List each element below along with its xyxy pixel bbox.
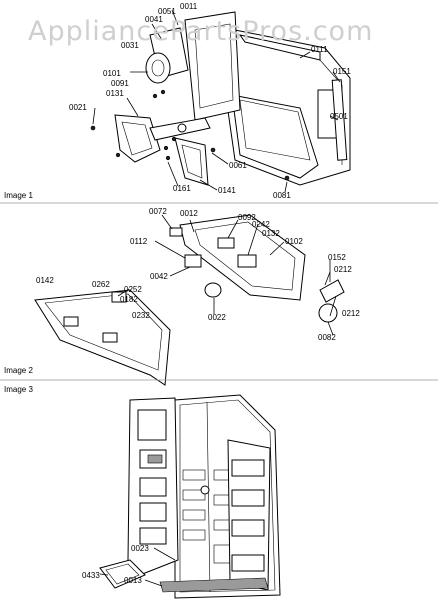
label-0152: 0152 — [328, 253, 346, 262]
label-0212-bottom: 0212 — [342, 309, 360, 318]
image1-drawing — [90, 9, 351, 193]
label-0142: 0142 — [36, 276, 54, 285]
label-0091: 0091 — [111, 79, 129, 88]
label-0042: 0042 — [150, 272, 168, 281]
label-0501: 0501 — [330, 112, 348, 121]
label-0072: 0072 — [149, 207, 167, 216]
label-0012: 0012 — [180, 209, 198, 218]
image3-drawing — [99, 394, 281, 599]
label-0252: 0252 — [124, 285, 142, 294]
label-0081: 0081 — [273, 191, 291, 200]
label-0112: 0112 — [130, 237, 148, 246]
label-0212-top: 0212 — [334, 265, 352, 274]
watermark-text: AppliancePartsPros.com — [28, 16, 373, 47]
label-0013: 0013 — [124, 576, 142, 585]
label-0132: 0132 — [262, 229, 280, 238]
label-0082: 0082 — [318, 333, 336, 342]
section-label-image-1: Image 1 — [4, 191, 33, 200]
label-0111: 0111 — [311, 45, 328, 54]
image2-drawing — [34, 214, 345, 386]
label-0141: 0141 — [218, 186, 236, 195]
label-0061: 0061 — [229, 161, 247, 170]
section-label-image-3: Image 3 — [4, 385, 33, 394]
label-0022: 0022 — [208, 313, 226, 322]
label-0242: 0242 — [252, 220, 270, 229]
label-0011: 0011 — [180, 2, 198, 11]
label-0151: 0151 — [333, 67, 351, 76]
label-0182: 0182 — [120, 295, 138, 304]
label-0101: 0101 — [103, 69, 121, 78]
label-0023: 0023 — [131, 544, 149, 553]
label-0102: 0102 — [285, 237, 303, 246]
label-0031: 0031 — [121, 41, 139, 50]
label-0262: 0262 — [92, 280, 110, 289]
label-0232: 0232 — [132, 311, 150, 320]
label-0161: 0161 — [173, 184, 191, 193]
label-0092: 0092 — [238, 213, 256, 222]
section-label-image-2: Image 2 — [4, 366, 33, 375]
label-0433: 0433 — [82, 571, 100, 580]
label-0021: 0021 — [69, 103, 87, 112]
label-0131: 0131 — [106, 89, 124, 98]
label-0041: 0041 — [145, 15, 163, 24]
label-0051: 0051 — [158, 7, 176, 16]
